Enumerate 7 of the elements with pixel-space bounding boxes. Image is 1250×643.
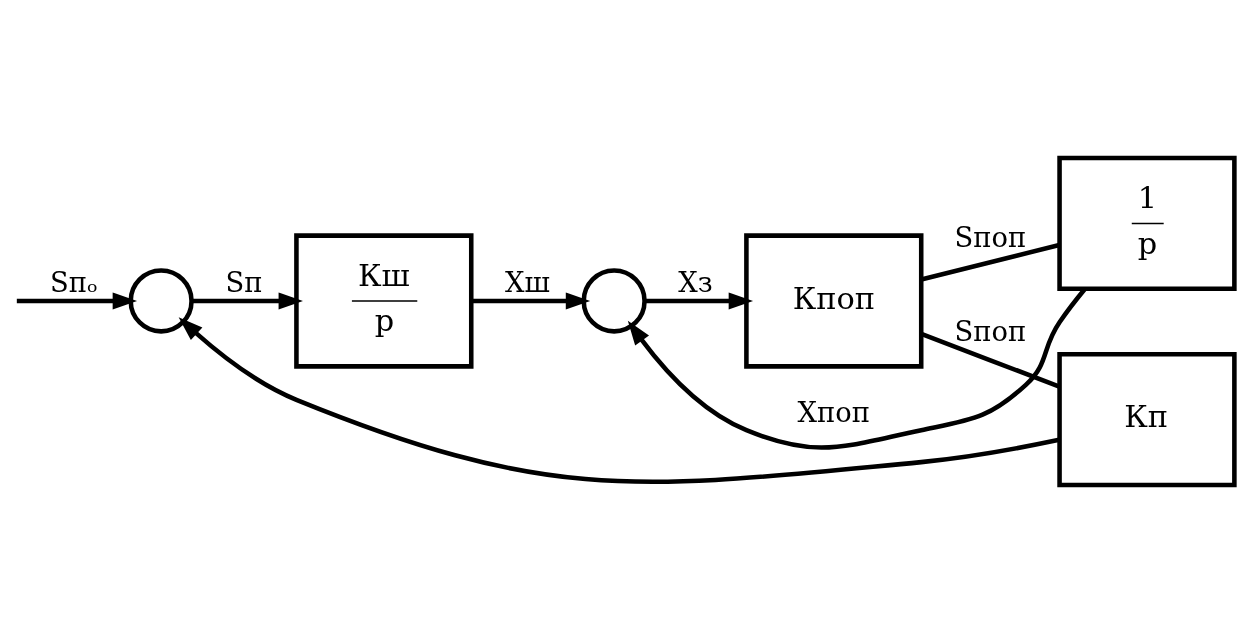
edge-label: Хз bbox=[678, 267, 713, 299]
edge-label: Хш bbox=[505, 267, 550, 299]
edge-label: Хпоп bbox=[797, 396, 871, 428]
edge-label: Sпоп bbox=[954, 316, 1027, 348]
edge-label: Sпₒ bbox=[49, 267, 98, 299]
edge-label: Sпоп bbox=[954, 221, 1027, 253]
edge-label: Sп bbox=[225, 267, 263, 299]
